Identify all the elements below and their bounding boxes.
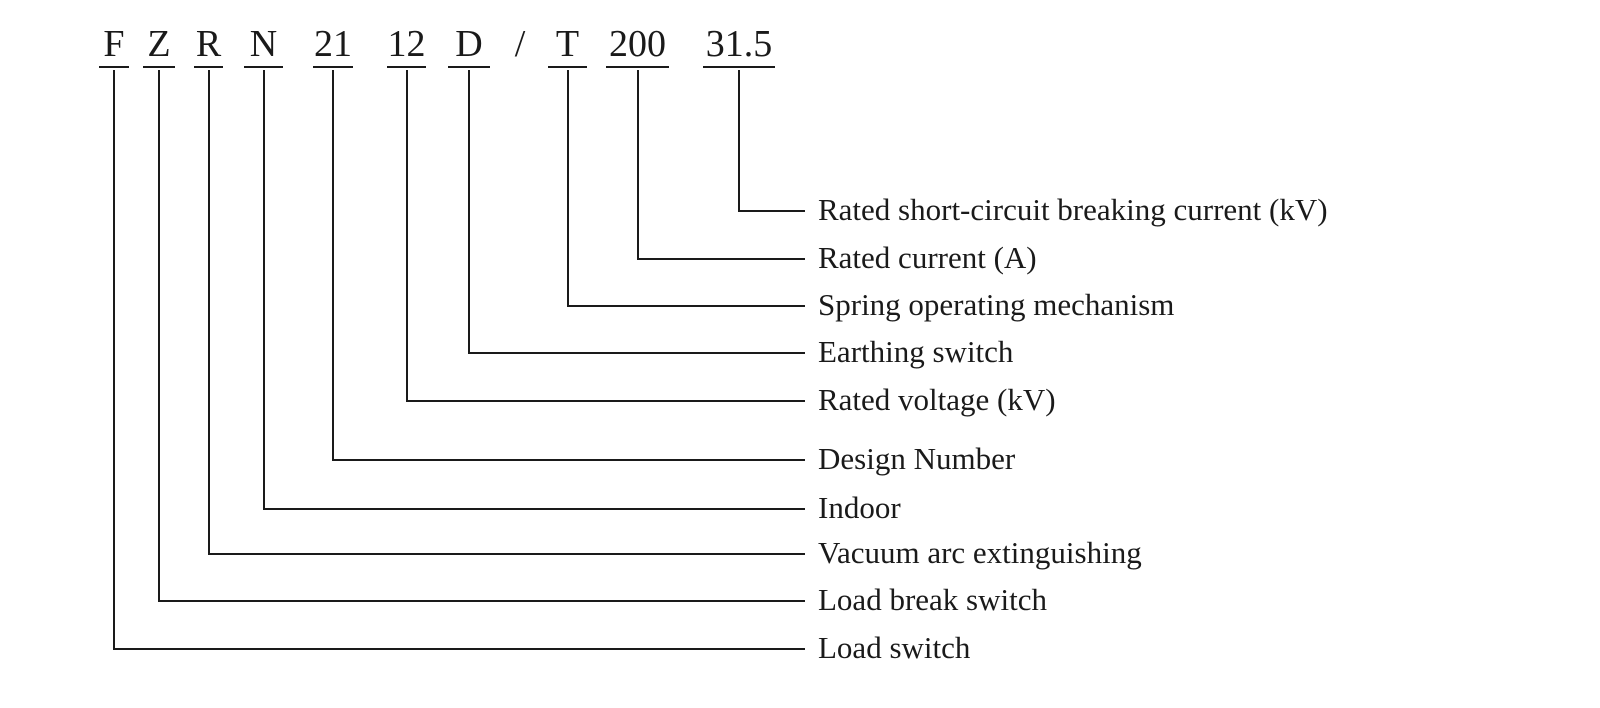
connector-vline-r [208,70,210,555]
connector-vline-21 [332,70,334,461]
connector-vline-31-5 [738,70,740,212]
code-part-z: Z [143,24,175,68]
connector-hline-r [208,553,805,555]
code-part-21: 21 [313,24,353,68]
connector-vline-12 [406,70,408,402]
designation-label-load-switch: Load switch [818,630,971,665]
designation-label-indoor: Indoor [818,490,901,525]
connector-hline-21 [332,459,805,461]
code-part-r: R [194,24,223,68]
connector-hline-t [567,305,805,307]
designation-label-earthing-switch: Earthing switch [818,334,1014,369]
code-part-n: N [244,24,283,68]
connector-hline-31-5 [738,210,805,212]
connector-vline-z [158,70,160,602]
designation-label-rated-voltage: Rated voltage (kV) [818,382,1056,417]
connector-hline-n [263,508,805,510]
designation-label-design-number: Design Number [818,441,1016,476]
designation-label-rated-current: Rated current (A) [818,240,1037,275]
connector-vline-f [113,70,115,650]
code-part-200: 200 [606,24,669,68]
code-part-t: T [548,24,587,68]
connector-vline-t [567,70,569,307]
connector-vline-d [468,70,470,354]
designation-label-vacuum-arc: Vacuum arc extinguishing [818,535,1142,570]
connector-hline-z [158,600,805,602]
designation-label-spring-mechanism: Spring operating mechanism [818,287,1175,322]
designation-label-load-break-switch: Load break switch [818,582,1047,617]
connector-hline-12 [406,400,805,402]
connector-hline-f [113,648,805,650]
code-part-f: F [99,24,129,68]
code-part-12: 12 [387,24,426,68]
code-part-31-5: 31.5 [703,24,775,68]
designation-label-short-circuit-current: Rated short-circuit breaking current (kV… [818,192,1328,227]
code-part-d: D [448,24,490,68]
connector-hline-d [468,352,805,354]
connector-hline-200 [637,258,805,260]
connector-vline-200 [637,70,639,260]
connector-vline-n [263,70,265,510]
code-part-slash: / [514,23,526,65]
